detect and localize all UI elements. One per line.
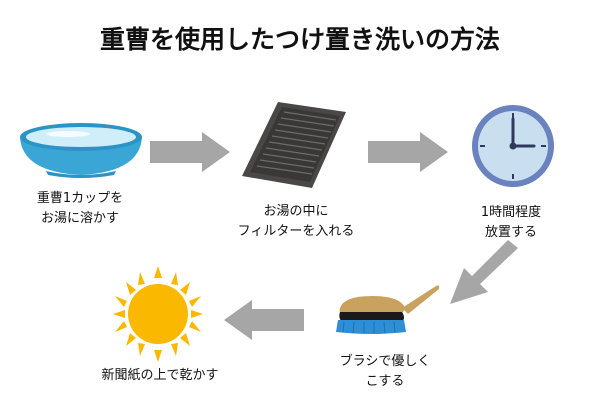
step-5-line1: 新聞紙の上で乾かす: [101, 368, 219, 383]
step-2-caption: お湯の中に フィルターを入れる: [216, 202, 376, 242]
water-bowl-icon: [20, 123, 142, 178]
step-3-line1: 1時間程度: [480, 205, 542, 220]
step-3-line2: 放置する: [484, 225, 537, 240]
step-4-line1: ブラシで優しく: [339, 354, 431, 369]
step-2-line1: お湯の中に: [263, 204, 329, 219]
step-1-line1: 重曹1カップを: [36, 191, 124, 206]
filter-icon: [242, 102, 346, 188]
arrow-right-icon: [368, 132, 448, 172]
step-4-caption: ブラシで優しく こする: [315, 352, 455, 392]
arrow-left-icon: [224, 300, 304, 340]
brush-icon: [336, 285, 440, 334]
step-3-caption: 1時間程度 放置する: [446, 203, 576, 243]
arrow-down-left-icon: [450, 240, 518, 304]
step-5-caption: 新聞紙の上で乾かす: [80, 366, 240, 386]
sun-icon: [113, 266, 203, 362]
page-title: 重曹を使用したつけ置き洗いの方法: [99, 25, 500, 54]
clock-icon: [472, 105, 554, 187]
step-4-line2: こする: [365, 374, 405, 389]
step-1-caption: 重曹1カップを お湯に溶かす: [0, 189, 160, 229]
step-1-line2: お湯に溶かす: [40, 211, 119, 226]
arrow-right-icon: [150, 132, 230, 172]
step-2-line2: フィルターを入れる: [237, 224, 355, 239]
